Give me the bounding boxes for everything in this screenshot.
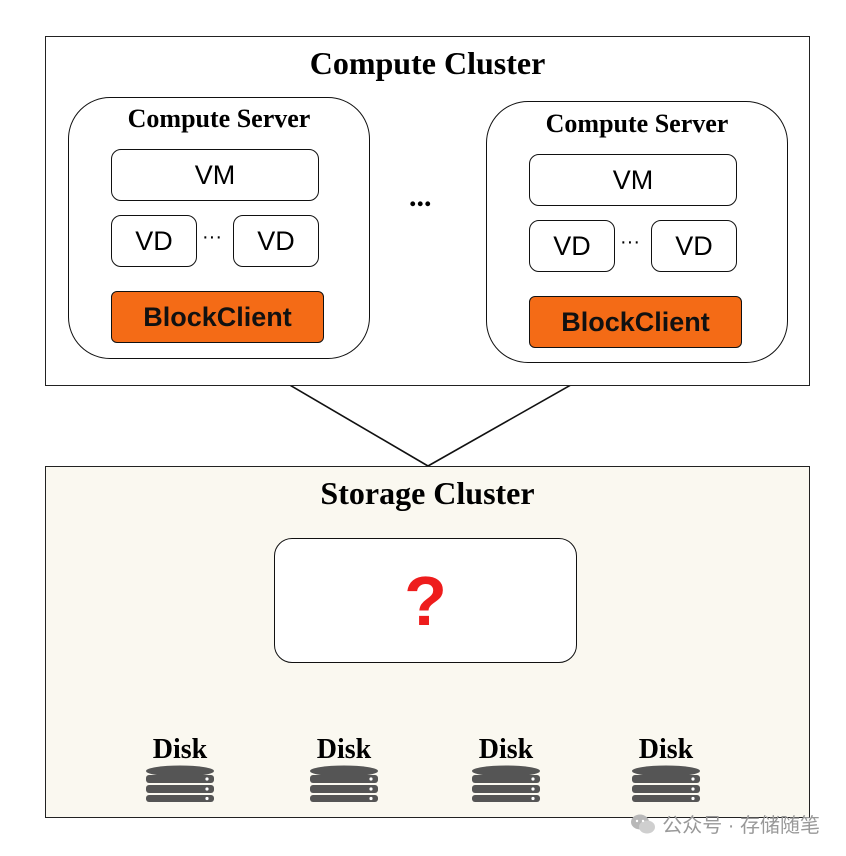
vd-box: VD [529, 220, 615, 272]
blockclient-box: BlockClient [529, 296, 742, 348]
vd-box: VD [111, 215, 197, 267]
question-mark: ? [404, 561, 447, 640]
disk-icon [632, 765, 700, 802]
unknown-storage-component: ? [274, 538, 577, 663]
vd-ellipsis: ··· [620, 231, 640, 253]
watermark: 公众号 · 存储随笔 [630, 809, 820, 838]
vd-box: VD [651, 220, 737, 272]
servers-ellipsis: ... [409, 180, 432, 213]
disk-icon [310, 765, 378, 802]
disk-label: Disk [638, 734, 694, 765]
vd-ellipsis: ··· [202, 226, 222, 248]
storage-cluster-title: Storage Cluster [320, 475, 535, 511]
compute-server-title: Compute Server [545, 109, 729, 138]
blockclient-box: BlockClient [111, 291, 324, 343]
disk-label: Disk [316, 734, 372, 765]
vm-box: VM [111, 149, 319, 201]
wechat-icon [631, 814, 656, 833]
vd-box: VD [233, 215, 319, 267]
disk-label: Disk [478, 734, 534, 765]
disk-icon [146, 765, 214, 802]
compute-cluster-title: Compute Cluster [309, 45, 546, 81]
disk-label: Disk [152, 734, 208, 765]
vm-box: VM [529, 154, 737, 206]
disk-icon [472, 765, 540, 802]
watermark-text: 公众号 · 存储随笔 [662, 815, 820, 837]
compute-server-title: Compute Server [127, 104, 311, 133]
